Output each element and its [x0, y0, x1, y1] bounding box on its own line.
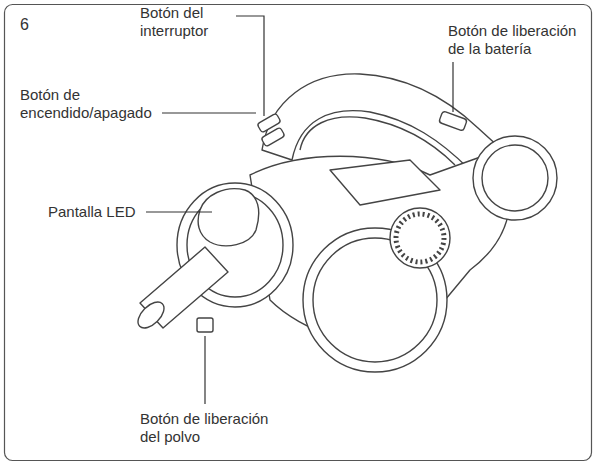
panel-border: [5, 5, 592, 461]
part-label: Botón de liberación de la batería: [448, 22, 588, 58]
leader-line: [204, 336, 205, 404]
part-label: Pantalla LED: [48, 203, 136, 221]
leader-line: [452, 62, 453, 112]
part-label: Botón de encendido/apagado: [20, 86, 160, 122]
leader-line: [236, 16, 264, 116]
leader-line: [162, 112, 256, 113]
callout-number: 6: [20, 16, 29, 34]
leader-line: [146, 211, 212, 212]
part-label: Botón del interruptor: [140, 4, 230, 40]
leader-lines: [146, 16, 453, 404]
vacuum-body: [133, 74, 557, 372]
part-label: Botón de liberación del polvo: [140, 410, 280, 446]
